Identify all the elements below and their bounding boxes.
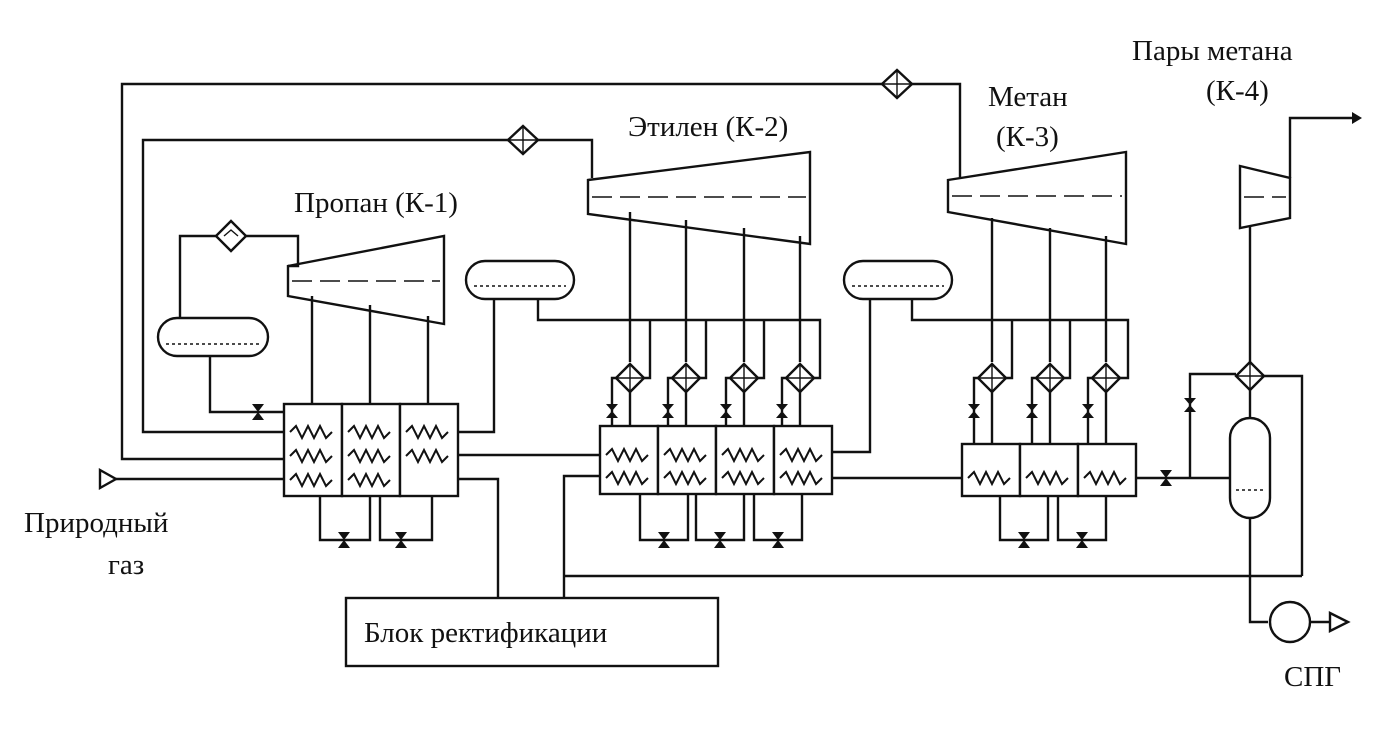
methane-receiver — [842, 259, 954, 301]
rectification-block — [344, 596, 720, 668]
methane-expansion-valves — [968, 404, 1094, 548]
ethylene-receiver — [464, 259, 576, 301]
flash-separator — [1228, 416, 1272, 520]
outer-return-lines — [120, 82, 962, 461]
methane-vapor-label-line1: Пары метана — [1132, 35, 1293, 67]
propane-compressor — [286, 234, 446, 326]
end-flash-cooler-icon — [1234, 360, 1266, 392]
methane-label-line2: (К-3) — [996, 121, 1059, 153]
ethylene-condenser-icon — [506, 124, 540, 156]
ethylene-label: Этилен (К-2) — [628, 111, 788, 143]
diagram-labels: Пропан (К-1) Этилен (К-2) Метан (К-3) Па… — [24, 35, 1341, 693]
methane-vapor-compressor — [1238, 164, 1292, 230]
natural-gas-label-line1: Природный — [24, 507, 168, 539]
ethylene-expansion-valves — [606, 404, 788, 548]
methane-compressor — [946, 150, 1128, 246]
propane-label: Пропан (К-1) — [294, 187, 458, 219]
methane-stage — [842, 68, 1138, 548]
ethylene-stage — [464, 124, 834, 548]
propane-condenser-icon — [214, 219, 248, 253]
rectification-label: Блок ректификации — [364, 617, 607, 649]
natural-gas-inlet — [98, 467, 284, 491]
propane-stage — [156, 219, 460, 548]
end-flash-stage — [1136, 112, 1362, 644]
methane-heat-exchangers — [960, 442, 1138, 498]
methane-vapor-label-line2: (К-4) — [1206, 75, 1269, 107]
propane-expansion-valves — [252, 404, 407, 548]
lng-label: СПГ — [1284, 661, 1341, 693]
methane-cooler-icons — [976, 362, 1122, 394]
ethylene-compressor — [586, 150, 812, 246]
lng-pump — [1268, 600, 1312, 644]
natural-gas-label-line2: газ — [108, 549, 144, 581]
propane-receiver — [156, 316, 270, 358]
ethylene-heat-exchangers — [598, 424, 834, 496]
methane-condenser-icon — [880, 68, 914, 100]
propane-heat-exchangers — [282, 402, 460, 498]
methane-label-line1: Метан — [988, 81, 1068, 113]
